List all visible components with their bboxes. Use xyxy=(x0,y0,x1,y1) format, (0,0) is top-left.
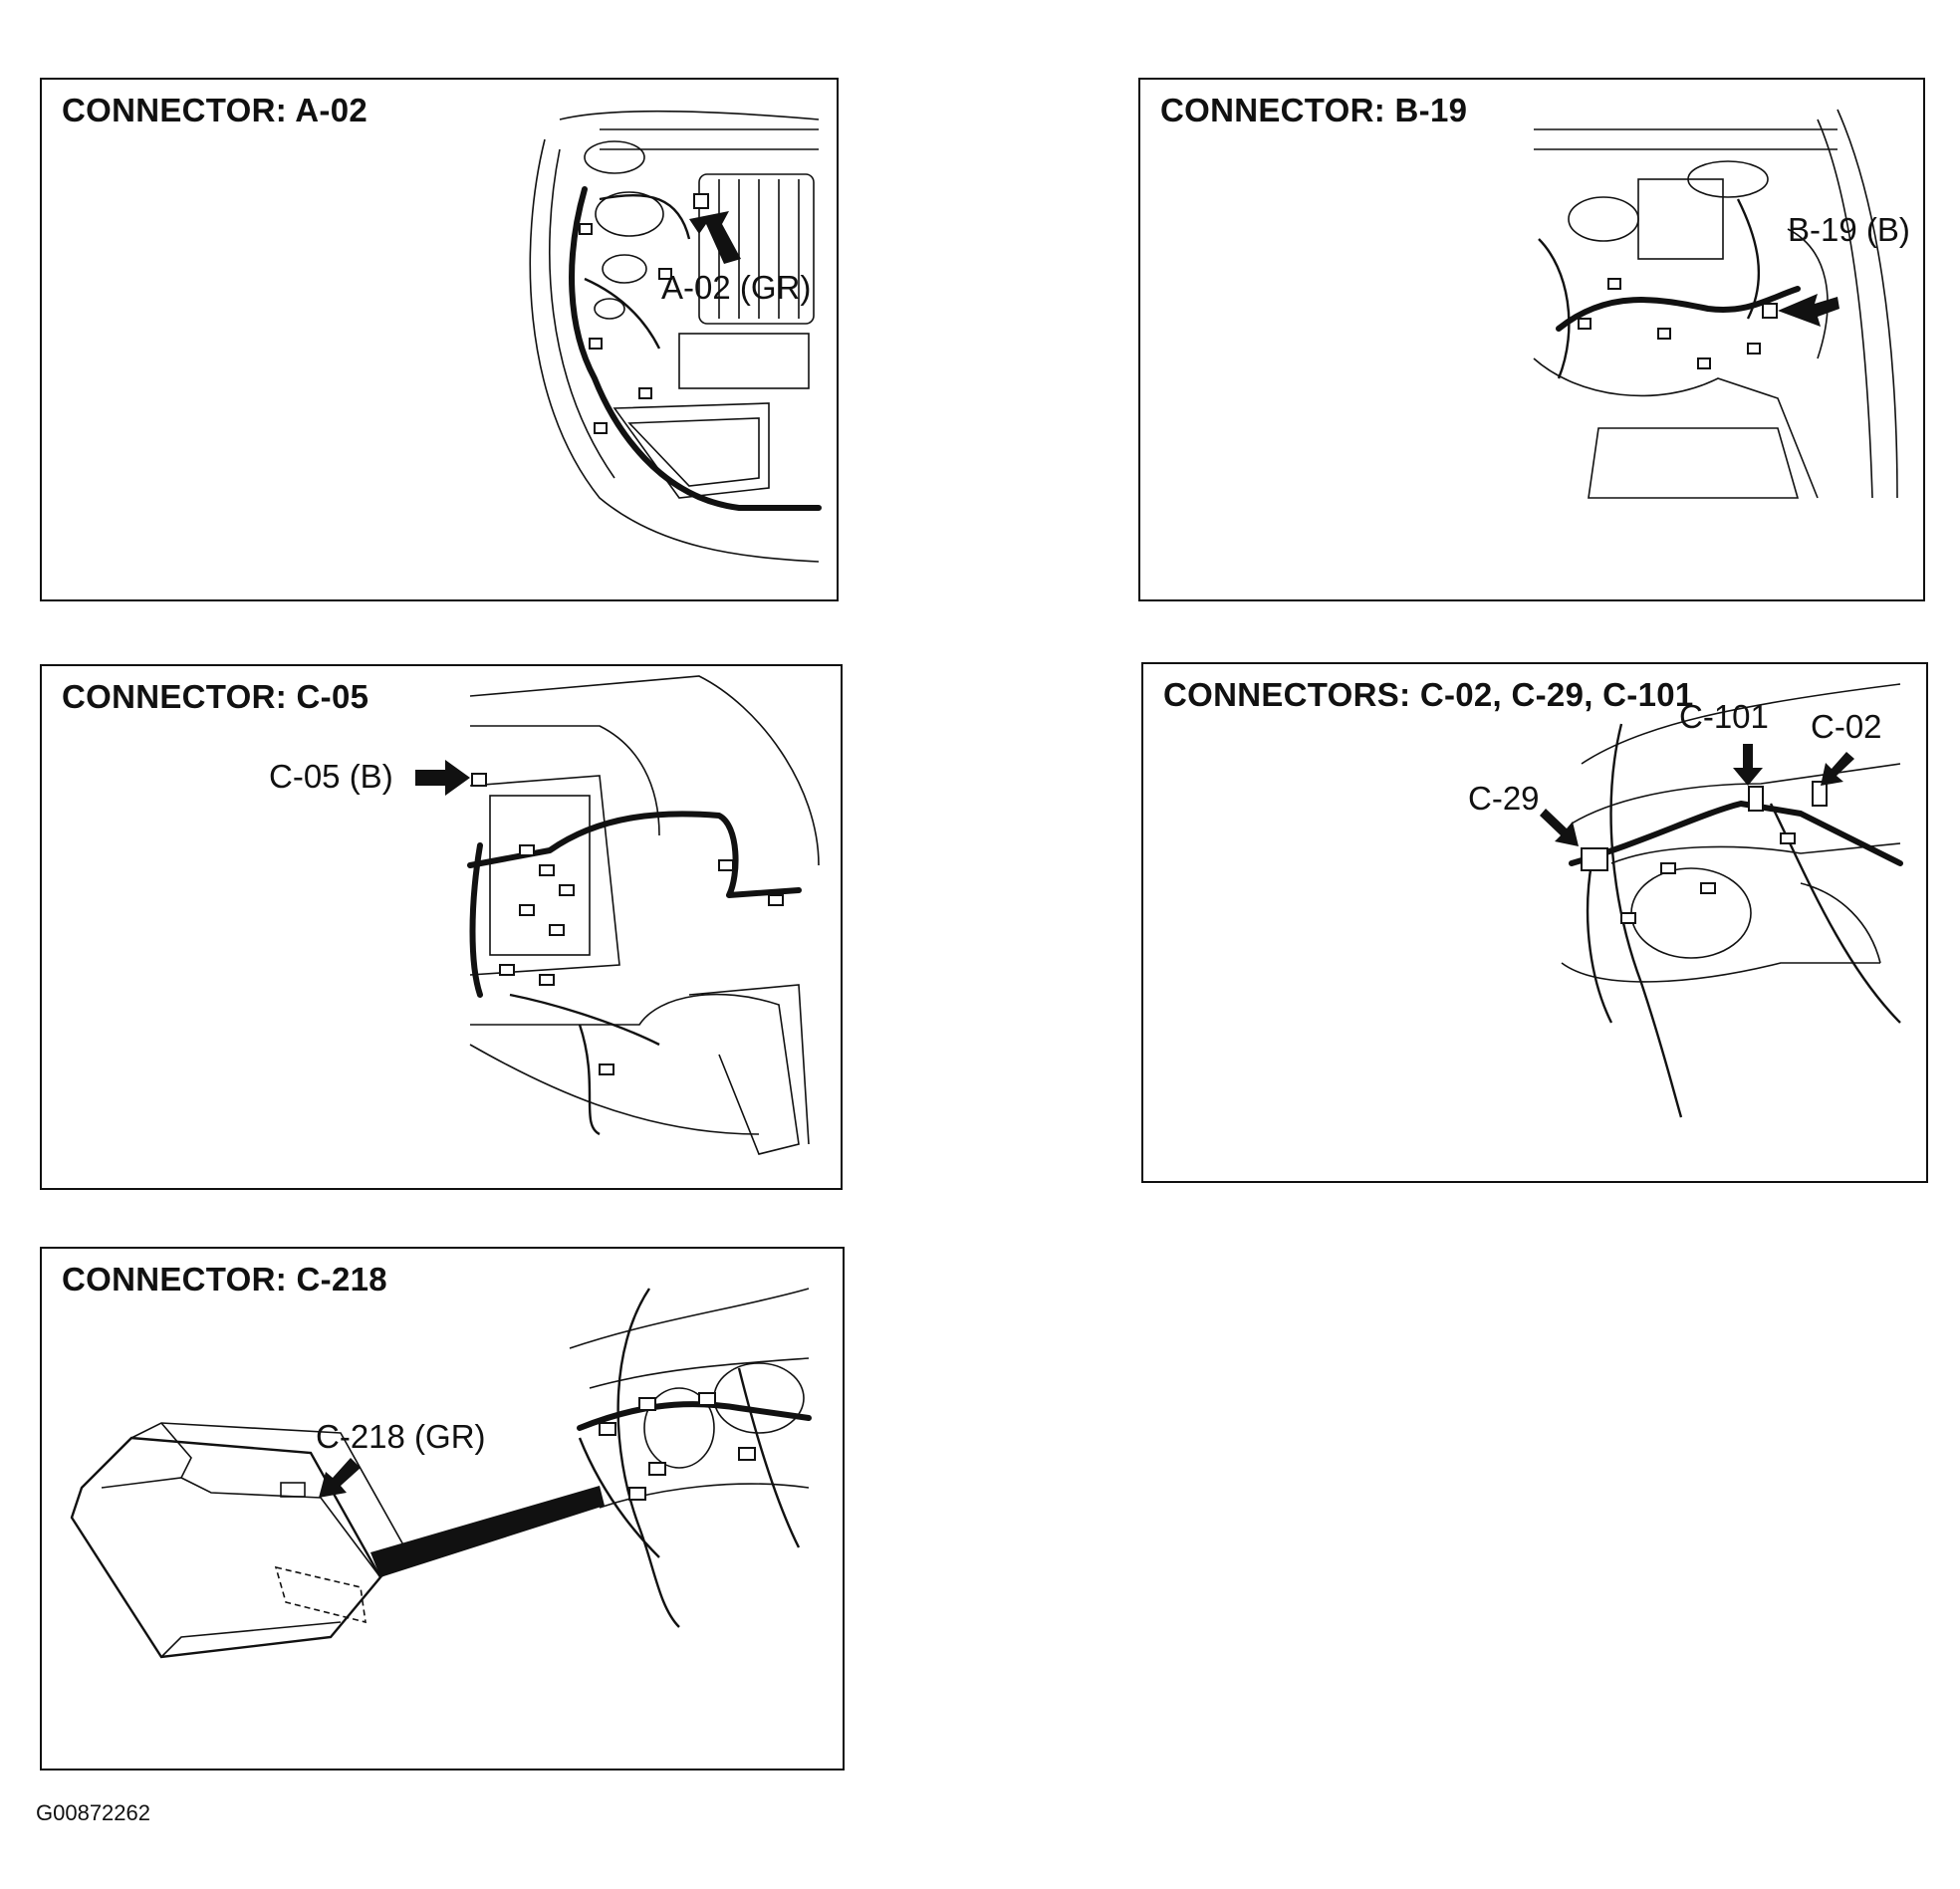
connector-label-b19: B-19 (B) xyxy=(1788,211,1910,248)
connector-label-c29: C-29 xyxy=(1468,780,1540,817)
arrow-c05 xyxy=(415,760,470,796)
figure-id: G00872262 xyxy=(36,1800,150,1825)
arrow-b19 xyxy=(1778,294,1839,327)
pointer-wedge xyxy=(370,1486,605,1577)
arrow-a02 xyxy=(689,211,741,264)
connector-a02 xyxy=(693,193,709,209)
engine-bay-illustration: A-02 (GR) xyxy=(529,110,822,563)
arrow-c218 xyxy=(319,1458,361,1498)
connector-label-c05: C-05 (B) xyxy=(269,758,393,795)
wiring-harness xyxy=(1569,801,1903,866)
engine-bay-illustration: B-19 (B) xyxy=(1533,109,1910,499)
dashboard-illustration: C-101 C-02 C-29 xyxy=(1468,683,1903,1118)
connector-label-c101: C-101 xyxy=(1679,698,1769,735)
panel-title: CONNECTOR: A-02 xyxy=(62,92,368,128)
connector-c02 xyxy=(1812,781,1828,807)
panel-title: CONNECTOR: C-218 xyxy=(62,1261,387,1298)
panel-connector-a02: CONNECTOR: A-02 A-02 (GR) xyxy=(40,78,839,601)
panel-connector-b19: CONNECTOR: B-19 B-19 (B) xyxy=(1138,78,1925,601)
panel-connector-c218: CONNECTOR: C-218 C-218 (GR) xyxy=(40,1247,845,1771)
panel-title: CONNECTORS: C-02, C-29, C-101 xyxy=(1163,676,1694,713)
connector-label-c02: C-02 xyxy=(1811,708,1882,745)
panel-title: CONNECTOR: C-05 xyxy=(62,678,369,715)
control-unit-illustration: C-218 (GR) xyxy=(70,1288,812,1659)
panel-connector-c05: CONNECTOR: C-05 C-05 (B) xyxy=(40,664,843,1190)
connector-label-c218: C-218 (GR) xyxy=(316,1418,486,1455)
arrow-c101 xyxy=(1733,744,1763,786)
panel-title: CONNECTOR: B-19 xyxy=(1160,92,1468,128)
connector-label-a02: A-02 (GR) xyxy=(661,269,811,306)
connector-c29 xyxy=(1581,847,1608,871)
arrow-c29 xyxy=(1540,809,1579,846)
connector-b19 xyxy=(1762,303,1778,319)
connector-c05 xyxy=(471,773,487,787)
wiring-harness xyxy=(577,1401,812,1431)
connector-c101 xyxy=(1748,786,1764,812)
dashboard-illustration: C-05 (B) xyxy=(269,675,820,1155)
wiring-harness xyxy=(569,186,822,511)
control-unit-box xyxy=(70,1436,382,1659)
wiring-harness xyxy=(1556,286,1801,332)
wiring-harness xyxy=(467,811,802,898)
panel-connectors-c02-c29-c101: CONNECTORS: C-02, C-29, C-101 C-101 C-02… xyxy=(1141,662,1928,1183)
arrow-c02 xyxy=(1821,752,1854,786)
